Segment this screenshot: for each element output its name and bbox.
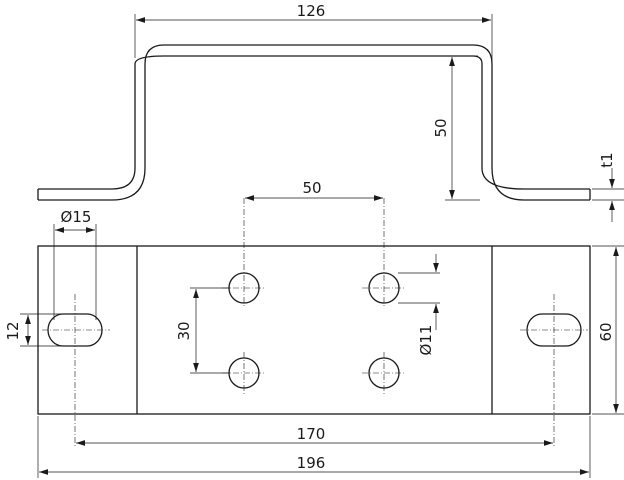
hole-top-left xyxy=(222,198,266,306)
dimension-bracket-height: 50 xyxy=(432,55,480,201)
dimension-slot-height: 12 xyxy=(4,313,62,347)
slot-right xyxy=(520,294,588,446)
hole-top-right xyxy=(362,198,406,306)
dimension-thickness: t1 xyxy=(592,152,624,222)
dimension-hole-spacing-x: 50 xyxy=(245,179,383,201)
label-170: 170 xyxy=(297,425,326,443)
dimension-overall-length: 196 xyxy=(37,416,591,478)
label-d15: Ø15 xyxy=(61,208,92,226)
dimension-slot-diameter: Ø15 xyxy=(53,208,97,320)
side-view-bracket xyxy=(37,44,591,201)
dimension-hole-diameter: Ø11 xyxy=(398,254,440,355)
label-50-spacing: 50 xyxy=(302,179,321,197)
bracket-outer-profile xyxy=(38,44,590,201)
label-126: 126 xyxy=(297,2,326,20)
dimension-plate-height: 60 xyxy=(592,245,624,415)
bracket-inner-profile xyxy=(38,55,590,190)
label-d11: Ø11 xyxy=(417,325,435,356)
label-60: 60 xyxy=(597,322,615,341)
dimension-bracket-width: 126 xyxy=(134,2,493,62)
top-view-plate xyxy=(37,245,591,415)
label-12: 12 xyxy=(4,321,22,340)
dimension-hole-spacing-y: 30 xyxy=(175,287,230,374)
label-50-height: 50 xyxy=(432,118,450,137)
dimension-slot-centers: 170 xyxy=(76,425,553,446)
slot-left xyxy=(42,294,110,446)
label-t1: t1 xyxy=(598,152,616,167)
label-30: 30 xyxy=(175,321,193,340)
label-196: 196 xyxy=(297,454,326,472)
hole-bottom-right xyxy=(362,352,406,394)
plate-outline xyxy=(37,245,591,415)
